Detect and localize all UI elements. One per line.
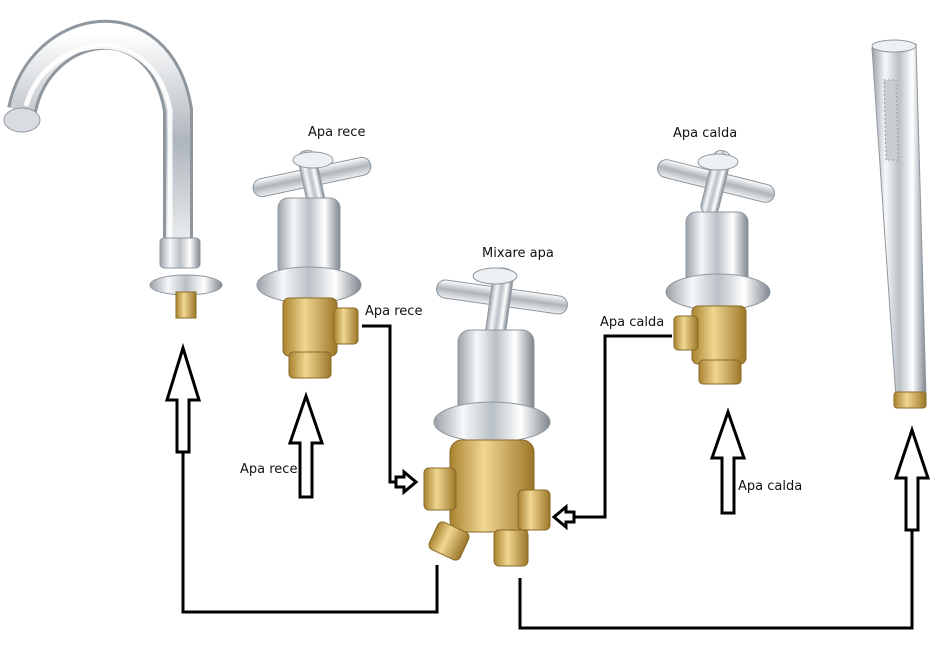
spout-up-arrow bbox=[164, 342, 202, 454]
label-hot-valve-outlet: Apa calda bbox=[600, 315, 665, 330]
mixer-left-arrow bbox=[551, 503, 576, 531]
hot-inlet-up-arrow bbox=[709, 407, 747, 515]
cold-inlet-up-arrow bbox=[287, 391, 325, 499]
mixer-right-arrow bbox=[394, 468, 419, 496]
label-mixer-top: Mixare apa bbox=[482, 246, 554, 261]
label-hot-valve-top: Apa calda bbox=[673, 126, 738, 141]
hot-valve bbox=[657, 149, 775, 385]
mixer-to-shower-line bbox=[518, 530, 914, 630]
label-cold-inlet: Apa rece bbox=[240, 462, 298, 477]
label-cold-valve-top: Apa rece bbox=[308, 125, 366, 140]
mixer-valve bbox=[423, 267, 568, 567]
label-cold-valve-outlet: Apa rece bbox=[365, 304, 423, 319]
arrows bbox=[164, 342, 931, 532]
hot-to-mixer-line bbox=[572, 334, 672, 519]
cold-valve bbox=[252, 149, 372, 379]
cold-to-mixer-line bbox=[362, 324, 400, 484]
mixer-to-spout-line bbox=[181, 452, 439, 614]
shower-up-arrow bbox=[893, 425, 931, 532]
hand-shower bbox=[871, 39, 927, 409]
spout bbox=[3, 19, 223, 319]
label-hot-inlet: Apa calda bbox=[738, 479, 803, 494]
